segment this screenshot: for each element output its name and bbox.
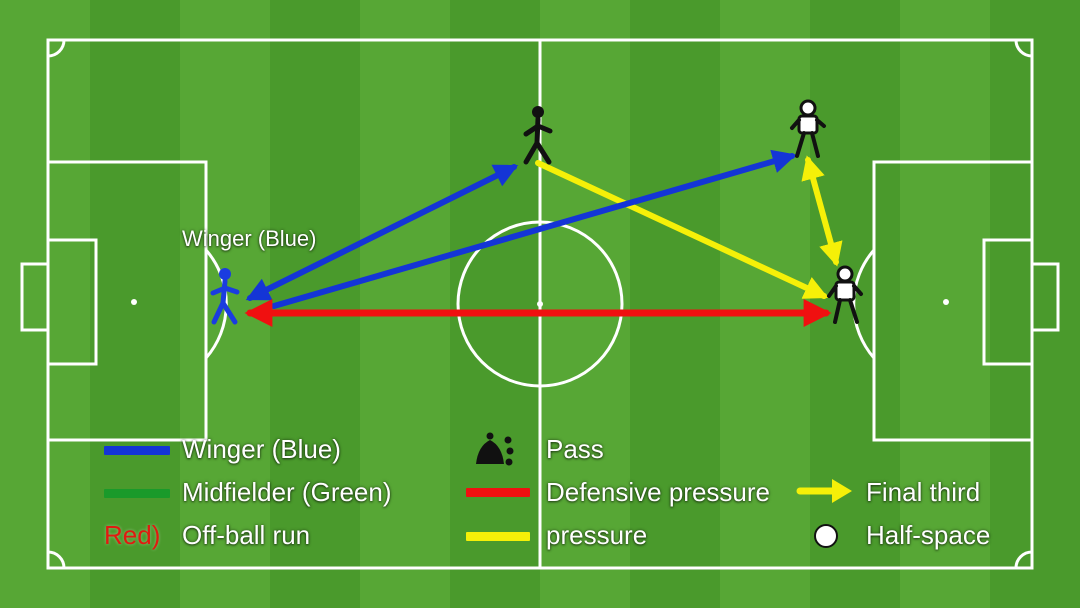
corner-arc xyxy=(47,550,66,569)
legend-half-space-label: Half-space xyxy=(866,520,991,550)
right-penalty-arc xyxy=(852,249,876,359)
corner-arc xyxy=(1014,39,1033,58)
left-goal xyxy=(20,262,50,332)
centre-spot xyxy=(537,301,543,307)
legend-swatch-green xyxy=(104,489,170,498)
half-space-dot-icon xyxy=(814,524,838,548)
yellow-final-third-arrow xyxy=(801,155,843,267)
arrow-right-icon xyxy=(796,479,852,503)
winger-annotation: Winger (Blue) xyxy=(182,226,317,251)
player-icon xyxy=(827,265,863,324)
player-icon xyxy=(790,99,826,158)
movement-arrows xyxy=(244,149,843,327)
corner-arc xyxy=(47,39,66,58)
legend-defensive-pressure-label: Defensive pressure xyxy=(546,477,770,507)
legend-winger-label: Winger (Blue) xyxy=(182,434,341,464)
legend-red-label: Red) xyxy=(104,520,161,550)
blue-pass-arrow xyxy=(245,164,519,301)
legend-swatch-yellow xyxy=(466,532,530,541)
penalty-spot xyxy=(131,299,137,305)
player-icon xyxy=(210,268,240,325)
legend-swatch-blue xyxy=(104,446,170,455)
right-goal xyxy=(1030,262,1060,332)
legend-pressure-label: pressure xyxy=(546,520,648,550)
legend-midfielder-label: Midfielder (Green) xyxy=(182,477,392,507)
player-forward xyxy=(790,99,826,158)
legend-swatch-red xyxy=(466,488,530,497)
legend-off-ball-run-label: Off-ball run xyxy=(182,520,311,550)
legend-pass-label: Pass xyxy=(546,434,604,464)
whistle-icon xyxy=(476,432,514,466)
player-midfielder xyxy=(523,106,553,165)
blue-long-pass-arrow xyxy=(271,149,797,309)
player-winger-blue xyxy=(210,268,240,325)
penalty-spot xyxy=(943,299,949,305)
player-icon xyxy=(523,106,553,165)
yellow-pressure-arrow xyxy=(535,160,829,299)
corner-arc xyxy=(1014,550,1033,569)
legend-final-third-label: Final third xyxy=(866,477,981,507)
player-striker xyxy=(827,265,863,324)
